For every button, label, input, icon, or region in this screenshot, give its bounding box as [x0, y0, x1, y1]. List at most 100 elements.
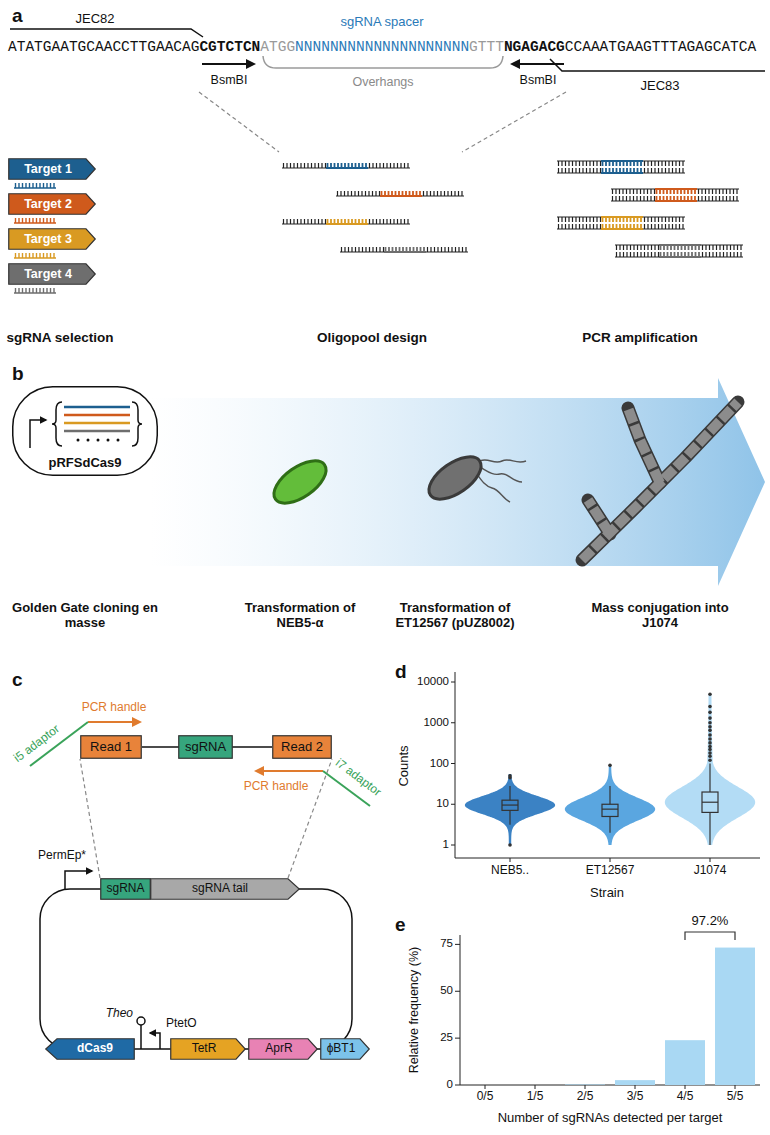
- target-gene-arrow: Target 2: [8, 193, 96, 215]
- dsdna-strand: [557, 217, 601, 222]
- bar: [665, 1040, 705, 1085]
- panel-letter: d: [395, 661, 407, 683]
- outlier: [608, 764, 612, 768]
- hypha: [582, 402, 738, 560]
- hypha: [588, 500, 610, 534]
- outlier: [708, 755, 712, 759]
- terminator-stem: [140, 1025, 142, 1049]
- dsdna-spacer: [659, 252, 701, 257]
- tick-mark: [535, 1085, 536, 1089]
- median: [502, 804, 518, 805]
- tick-mark: [455, 1038, 460, 1039]
- dsdna-strand: [557, 224, 601, 229]
- dsdna-strand: [557, 161, 601, 166]
- sgrna-comb: [14, 183, 56, 188]
- tick-mark: [455, 991, 460, 992]
- hypha-outline: [588, 500, 610, 534]
- outlier: [508, 843, 512, 847]
- dsdna-spacer: [601, 224, 643, 229]
- ellipsis-dot: [97, 439, 100, 442]
- outlier: [708, 721, 712, 725]
- terminator-label: Theo: [106, 1007, 133, 1021]
- dsdna-spacer: [601, 217, 643, 222]
- read-box: Read 2: [272, 735, 332, 759]
- sgrna-tail-arrow: sgRNA tail: [150, 878, 300, 900]
- node-text: Target 4: [24, 267, 72, 281]
- target-gene-arrow: Target 3: [8, 228, 96, 250]
- sequence-segment: CCAAATGAAGTTTAGAGCATCA: [565, 39, 756, 56]
- pcr-handle-label: PCR handle: [244, 780, 309, 794]
- ellipsis-dot: [87, 439, 90, 442]
- primer-arrow: [10, 29, 203, 37]
- outlier: [708, 705, 712, 709]
- hypha-outline: [582, 402, 738, 560]
- panel-letter: e: [395, 914, 406, 936]
- dsdna-strand: [697, 189, 739, 194]
- tick-mark: [451, 845, 455, 846]
- gene-arrow: dCas9: [45, 1038, 135, 1060]
- axis-title: Strain: [590, 886, 624, 901]
- bracket: [685, 932, 735, 940]
- sgrna-comb: [14, 288, 56, 293]
- flagellum: [478, 466, 522, 482]
- sequence-segment: NGAGACG: [504, 39, 565, 56]
- dsdna-strand: [615, 245, 659, 250]
- sgrna-box: sgRNA: [178, 735, 233, 759]
- oligo-strand: [368, 163, 410, 168]
- dsdna-strand: [611, 196, 655, 201]
- node-text: TetR: [192, 1042, 217, 1056]
- dsdna-strand: [643, 224, 685, 229]
- node-text: AprR: [265, 1042, 292, 1056]
- adaptor-label: i5 adaptor: [12, 722, 63, 765]
- axis-line: [455, 672, 760, 858]
- dsdna-spacer: [601, 161, 643, 166]
- axis-tick-label: 0: [447, 1078, 453, 1091]
- tick-mark: [510, 858, 511, 862]
- box-outline: [81, 736, 142, 759]
- oligo-strand: [336, 191, 380, 196]
- sequence-segment: NNNNNNNNNNNNNNNNNNNN: [295, 39, 469, 56]
- gene-arrow: ϕBT1: [320, 1038, 370, 1060]
- library-line: [64, 422, 130, 425]
- bar: [615, 1080, 655, 1085]
- tick-mark: [635, 1085, 636, 1089]
- overhang-bracket: [263, 56, 503, 68]
- node-text: Target 2: [24, 197, 72, 211]
- violin: [565, 766, 655, 845]
- promoter-label: PermEp*: [38, 849, 86, 863]
- step-label: Mass conjugation into J1074: [585, 601, 735, 631]
- box: [702, 792, 718, 812]
- outlier: [708, 737, 712, 741]
- tick-mark: [451, 722, 455, 723]
- hypha-outline: [628, 408, 660, 483]
- pcr-handle-label: PCR handle: [82, 701, 147, 715]
- median: [602, 809, 618, 810]
- ellipsis-dot: [107, 439, 110, 442]
- tick-mark: [485, 1085, 486, 1089]
- panel-letter: c: [12, 669, 23, 691]
- tick-mark: [455, 944, 460, 945]
- outlier: [708, 758, 712, 762]
- brace: [52, 402, 62, 446]
- ellipsis-dot: [77, 439, 80, 442]
- library-line: [64, 406, 130, 409]
- process-arrow: [150, 378, 765, 586]
- ecoli-cell: [422, 449, 488, 508]
- outlier: [708, 692, 712, 696]
- arrow-outline: [9, 194, 96, 215]
- arrow-outline: [46, 1039, 135, 1060]
- median: [702, 802, 718, 803]
- tick-mark: [455, 1085, 460, 1086]
- box: [602, 804, 618, 816]
- gene-arrow: AprR: [248, 1038, 318, 1060]
- arrow-outline: [249, 1039, 318, 1060]
- sgrna-box: sgRNA: [100, 878, 151, 900]
- oligo-strand: [282, 219, 326, 224]
- node-text: Read 2: [281, 740, 323, 755]
- box-outline: [101, 879, 151, 900]
- outlier: [508, 774, 512, 778]
- dsdna-spacer: [655, 196, 697, 201]
- adaptor-label: i7 adaptor: [333, 756, 384, 799]
